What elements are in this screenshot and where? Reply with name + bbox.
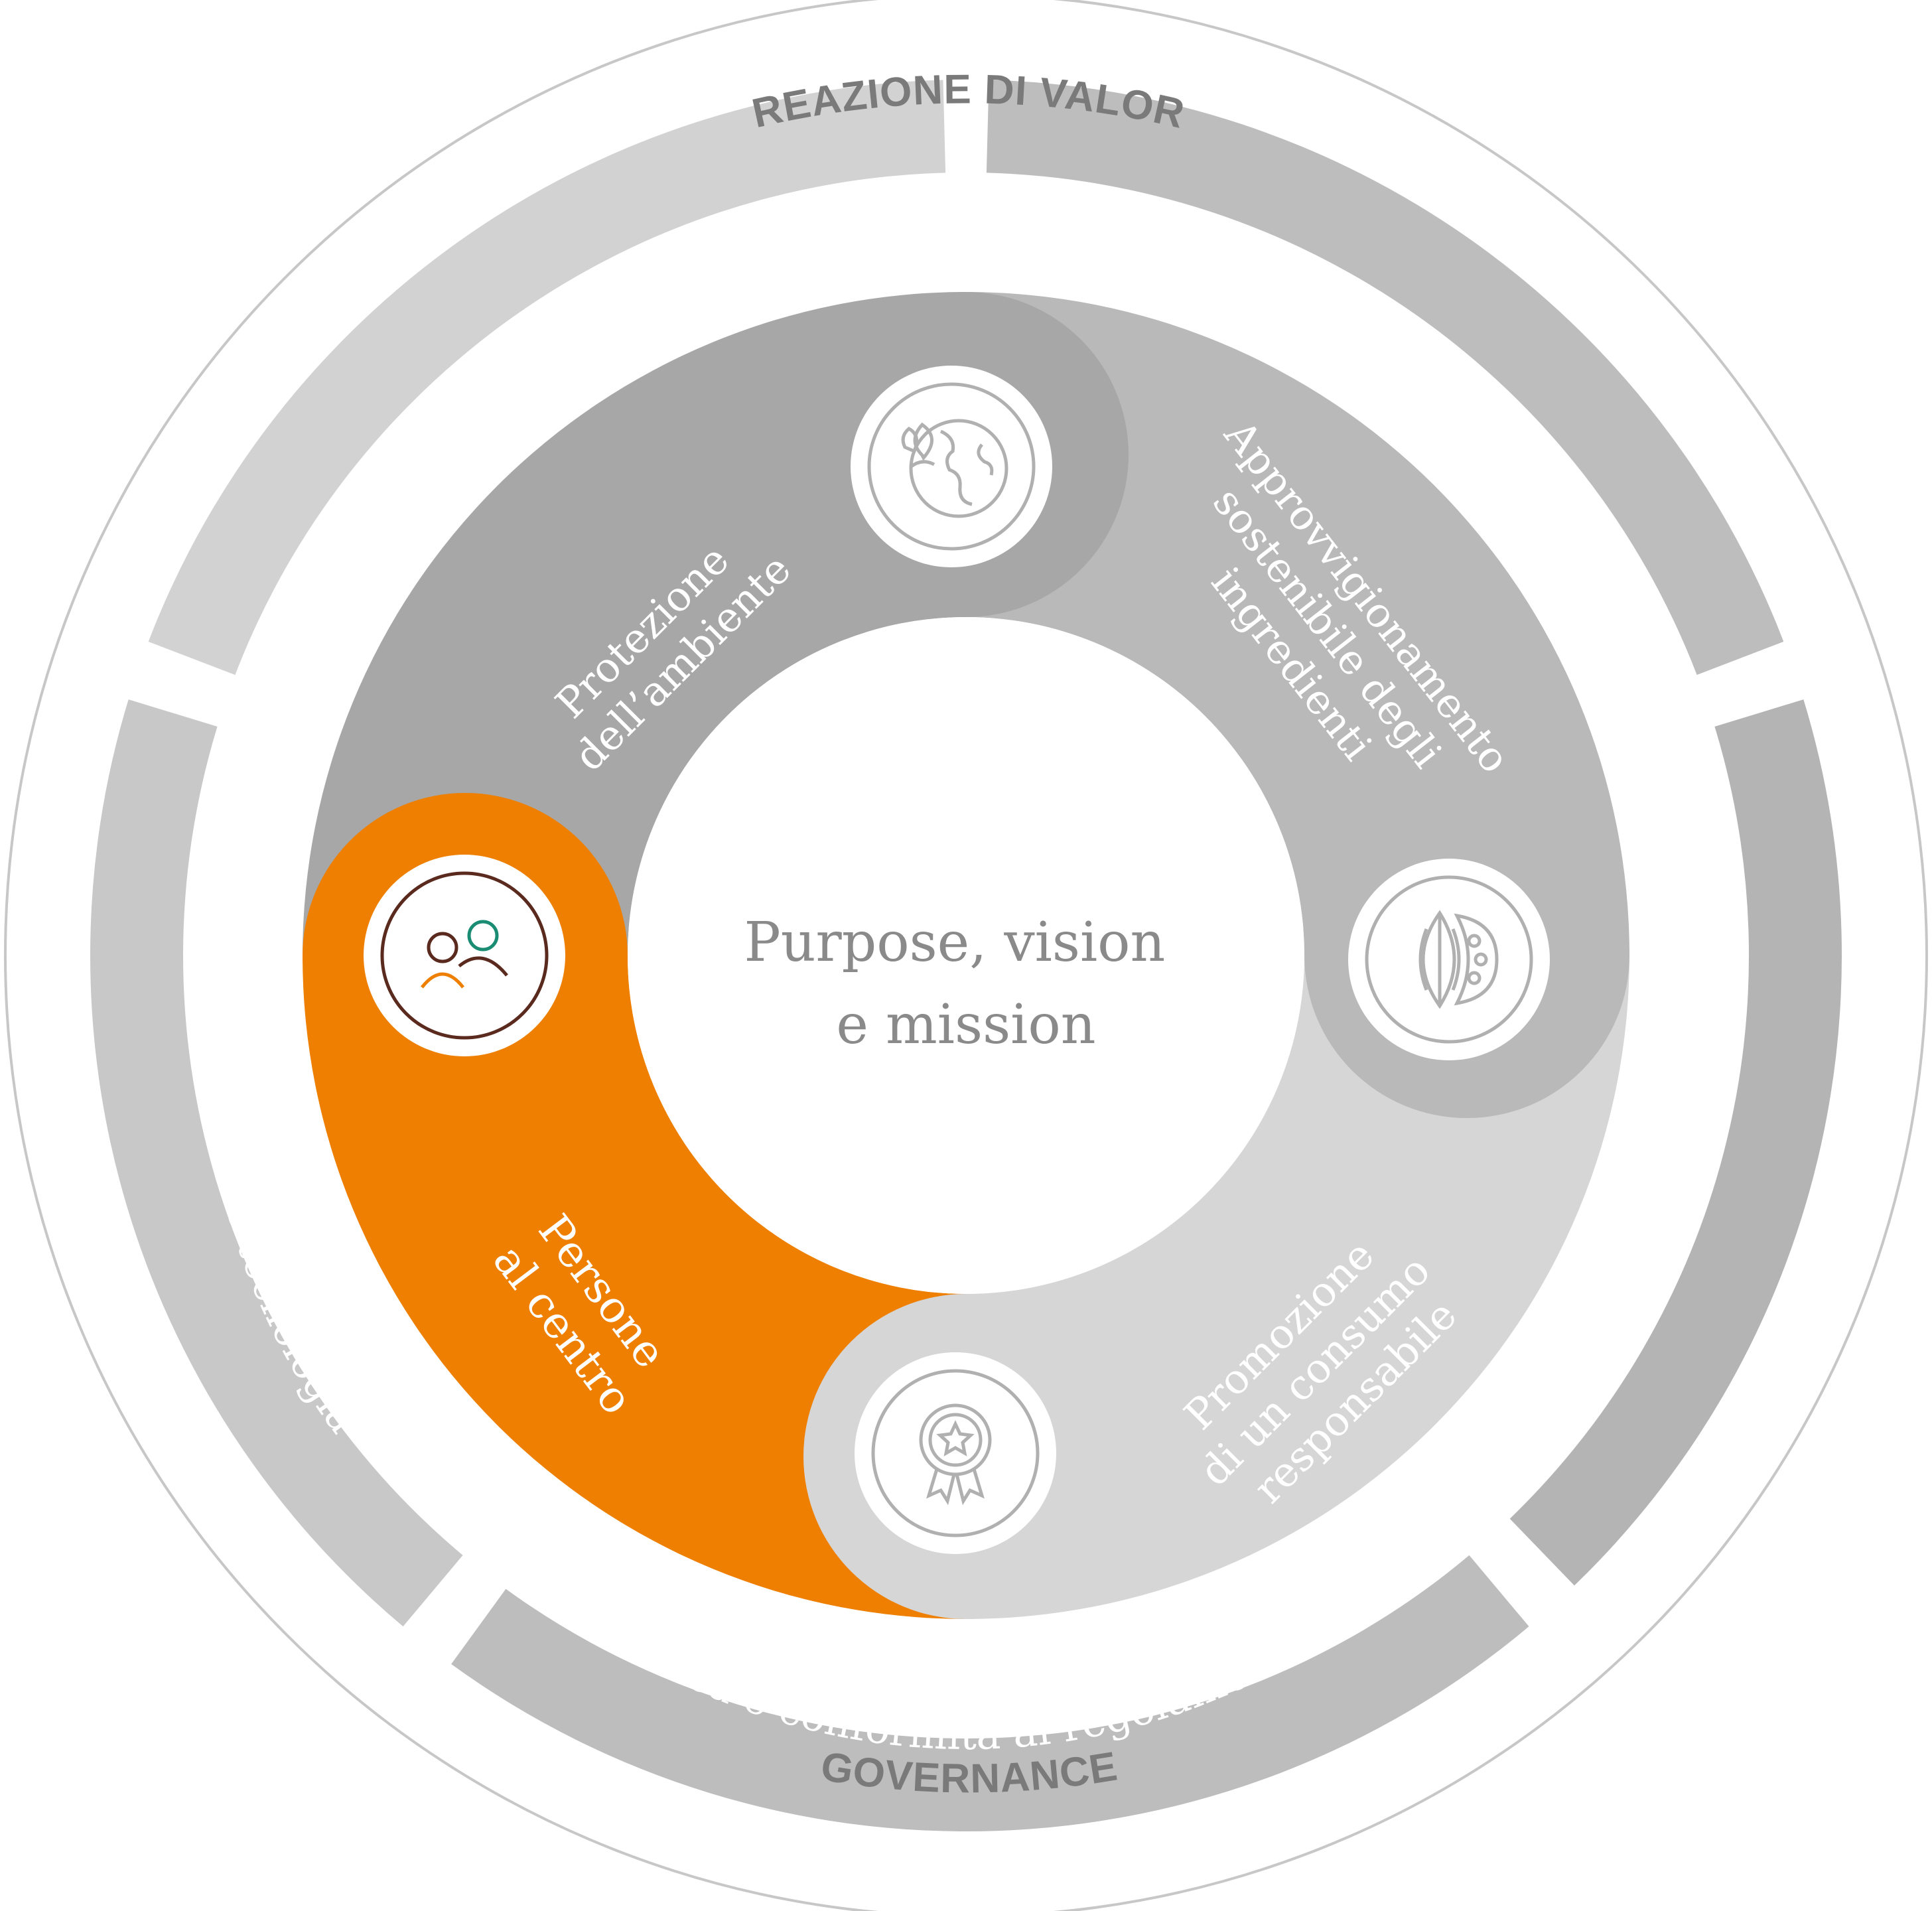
inner-ring — [303, 292, 1629, 1619]
icon-award-holder — [855, 1352, 1056, 1554]
icon-globe-holder — [851, 366, 1052, 567]
center-title-line-2: e mission — [836, 993, 1095, 1056]
pillar-band-approvvigionamento — [966, 292, 1629, 956]
outer-segment-etica — [451, 1555, 1529, 1831]
pillar-band-protezione — [303, 292, 966, 956]
icon-cocoa-holder — [1348, 859, 1550, 1060]
people-icon — [380, 871, 549, 1040]
icon-people-holder — [364, 855, 565, 1056]
outer-segment-comunicazione — [1509, 699, 1842, 1586]
globe-leaf-icon — [867, 382, 1036, 551]
outer-ring — [90, 80, 1842, 1831]
outer-segment-coinvolgimento — [986, 80, 1784, 675]
outer-segment-scienza — [90, 699, 463, 1627]
center-circle — [628, 617, 1304, 1294]
cocoa-pod-icon — [1365, 875, 1533, 1044]
center-title-line-1: Purpose, vision — [744, 911, 1166, 974]
pillar-band-promozione — [966, 956, 1629, 1619]
pillar-band-persone — [303, 956, 966, 1619]
award-ribbon-icon — [871, 1369, 1040, 1537]
center-title: Purpose, vision e mission — [744, 911, 1183, 1056]
outer-segment-innovazione — [148, 80, 946, 675]
